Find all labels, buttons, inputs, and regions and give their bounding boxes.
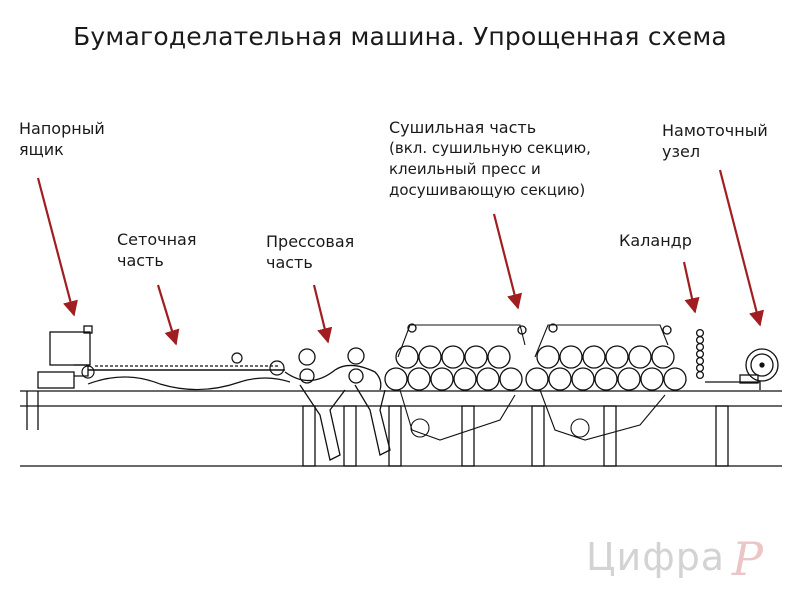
dryer-cylinder-top-2-3 — [582, 345, 606, 369]
couch-roll — [269, 360, 285, 376]
support-pillars — [26, 391, 729, 467]
breast-roll — [81, 365, 95, 379]
label-reel-line-1: Намоточный — [662, 121, 768, 140]
label-headbox-line-2: ящик — [19, 140, 64, 159]
press-felt-loop-2 — [354, 384, 391, 456]
dryer-cylinder-top-1-1 — [395, 345, 419, 369]
dryer-cylinder-bottom-2-5 — [617, 367, 641, 391]
dryer-felt-bottom-1 — [399, 389, 516, 441]
dryer-felt-top-1 — [397, 324, 526, 358]
dryer-guide-roll-1a — [407, 323, 417, 333]
headbox — [37, 325, 93, 389]
logo-text: Цифра — [586, 535, 726, 579]
calender-roll-4 — [695, 349, 705, 359]
dryer-cylinder-top-1-5 — [487, 345, 511, 369]
dryer-cylinder-bottom-2-1 — [525, 367, 549, 391]
label-press-line-2: часть — [266, 253, 313, 272]
label-dryer-section: Сушильная часть (вкл. сушильную секцию, … — [389, 117, 591, 201]
label-wire-line-1: Сеточная — [117, 230, 197, 249]
dryer-cylinder-top-1-4 — [464, 345, 488, 369]
headbox-body — [49, 331, 91, 366]
label-dryer-heading: Сушильная часть — [389, 118, 537, 137]
calender-roll-5 — [695, 356, 705, 366]
diagram-title: Бумагоделательная машина. Упрощенная схе… — [73, 22, 727, 51]
arrow-press-section — [312, 284, 333, 344]
dryer-guide-roll-2b — [662, 325, 672, 335]
label-headbox-line-1: Напорный — [19, 119, 105, 138]
dryer-felts — [397, 324, 669, 441]
dryer-cylinder-top-1-2 — [418, 345, 442, 369]
arrow-wire-section — [156, 284, 180, 346]
machine-foundation — [20, 390, 782, 467]
label-reel-line-2: узел — [662, 142, 701, 161]
calender-roll-1 — [695, 328, 705, 338]
arrow-headbox — [36, 177, 78, 317]
logo-mark: Р — [732, 532, 763, 586]
wire-return-run — [87, 376, 291, 391]
calender-stack — [695, 328, 705, 380]
press-section — [284, 347, 391, 461]
dandy-roll — [231, 352, 243, 364]
paper-reel — [745, 348, 779, 382]
press-roll-1-bottom — [299, 368, 315, 384]
dryer-section — [384, 323, 687, 391]
felt-roll-2 — [570, 418, 590, 438]
dryer-cylinder-bottom-1-6 — [499, 367, 523, 391]
dryer-guide-roll-2a — [548, 323, 558, 333]
dryer-cylinder-bottom-1-1 — [384, 367, 408, 391]
dryer-cylinder-bottom-2-3 — [571, 367, 595, 391]
label-press-line-1: Прессовая — [266, 232, 355, 251]
label-dryer-detail-2: клеильный пресс и — [389, 160, 541, 178]
dryer-cylinder-top-1-3 — [441, 345, 465, 369]
dryer-cylinder-bottom-1-2 — [407, 367, 431, 391]
calender-roll-3 — [695, 342, 705, 352]
dryer-cylinder-top-2-2 — [559, 345, 583, 369]
felt-roll-1 — [410, 418, 430, 438]
reel-unit — [705, 348, 779, 390]
arrow-reel — [718, 169, 764, 327]
calender-roll-6 — [695, 363, 705, 373]
dryer-cylinder-top-2-6 — [651, 345, 675, 369]
arrow-dryer-section — [492, 213, 523, 310]
press-felt-top — [284, 364, 382, 391]
label-wire-line-2: часть — [117, 251, 164, 270]
press-roll-2-top — [347, 347, 365, 365]
headbox-base — [37, 371, 75, 389]
press-felt-loop-1 — [299, 384, 346, 461]
label-calender-line-1: Каландр — [619, 231, 692, 250]
reel-web — [705, 381, 761, 390]
label-calender: Каландр — [619, 230, 692, 251]
dryer-cylinder-bottom-2-2 — [548, 367, 572, 391]
label-reel: Намоточный узел — [662, 120, 768, 162]
pointer-arrows — [36, 169, 764, 346]
headbox-valve — [83, 325, 93, 334]
calender-roll-2 — [695, 335, 705, 345]
dryer-cylinder-top-2-1 — [536, 345, 560, 369]
wire-section — [81, 352, 291, 391]
dryer-cylinder-top-2-5 — [628, 345, 652, 369]
label-dryer-detail-3: досушивающую секцию) — [389, 181, 586, 199]
dryer-felt-bottom-2 — [539, 389, 666, 441]
dryer-cylinder-top-2-4 — [605, 345, 629, 369]
dryer-cylinder-bottom-2-4 — [594, 367, 618, 391]
press-roll-2-bottom — [348, 368, 364, 384]
dryer-cylinder-bottom-2-7 — [663, 367, 687, 391]
label-dryer-detail-1: (вкл. сушильную секцию, — [389, 139, 591, 157]
arrow-calender — [682, 261, 700, 314]
dryer-cylinder-bottom-1-5 — [476, 367, 500, 391]
dryer-cylinder-bottom-1-3 — [430, 367, 454, 391]
dryer-cylinder-bottom-2-6 — [640, 367, 664, 391]
dryer-felt-top-2 — [534, 324, 669, 358]
press-roll-1-top — [298, 348, 316, 366]
label-press-section: Прессовая часть — [266, 231, 354, 273]
dryer-cylinder-bottom-1-4 — [453, 367, 477, 391]
label-headbox: Напорный ящик — [19, 118, 105, 160]
calender-roll-7 — [695, 370, 705, 380]
label-wire-section: Сеточная часть — [117, 229, 196, 271]
